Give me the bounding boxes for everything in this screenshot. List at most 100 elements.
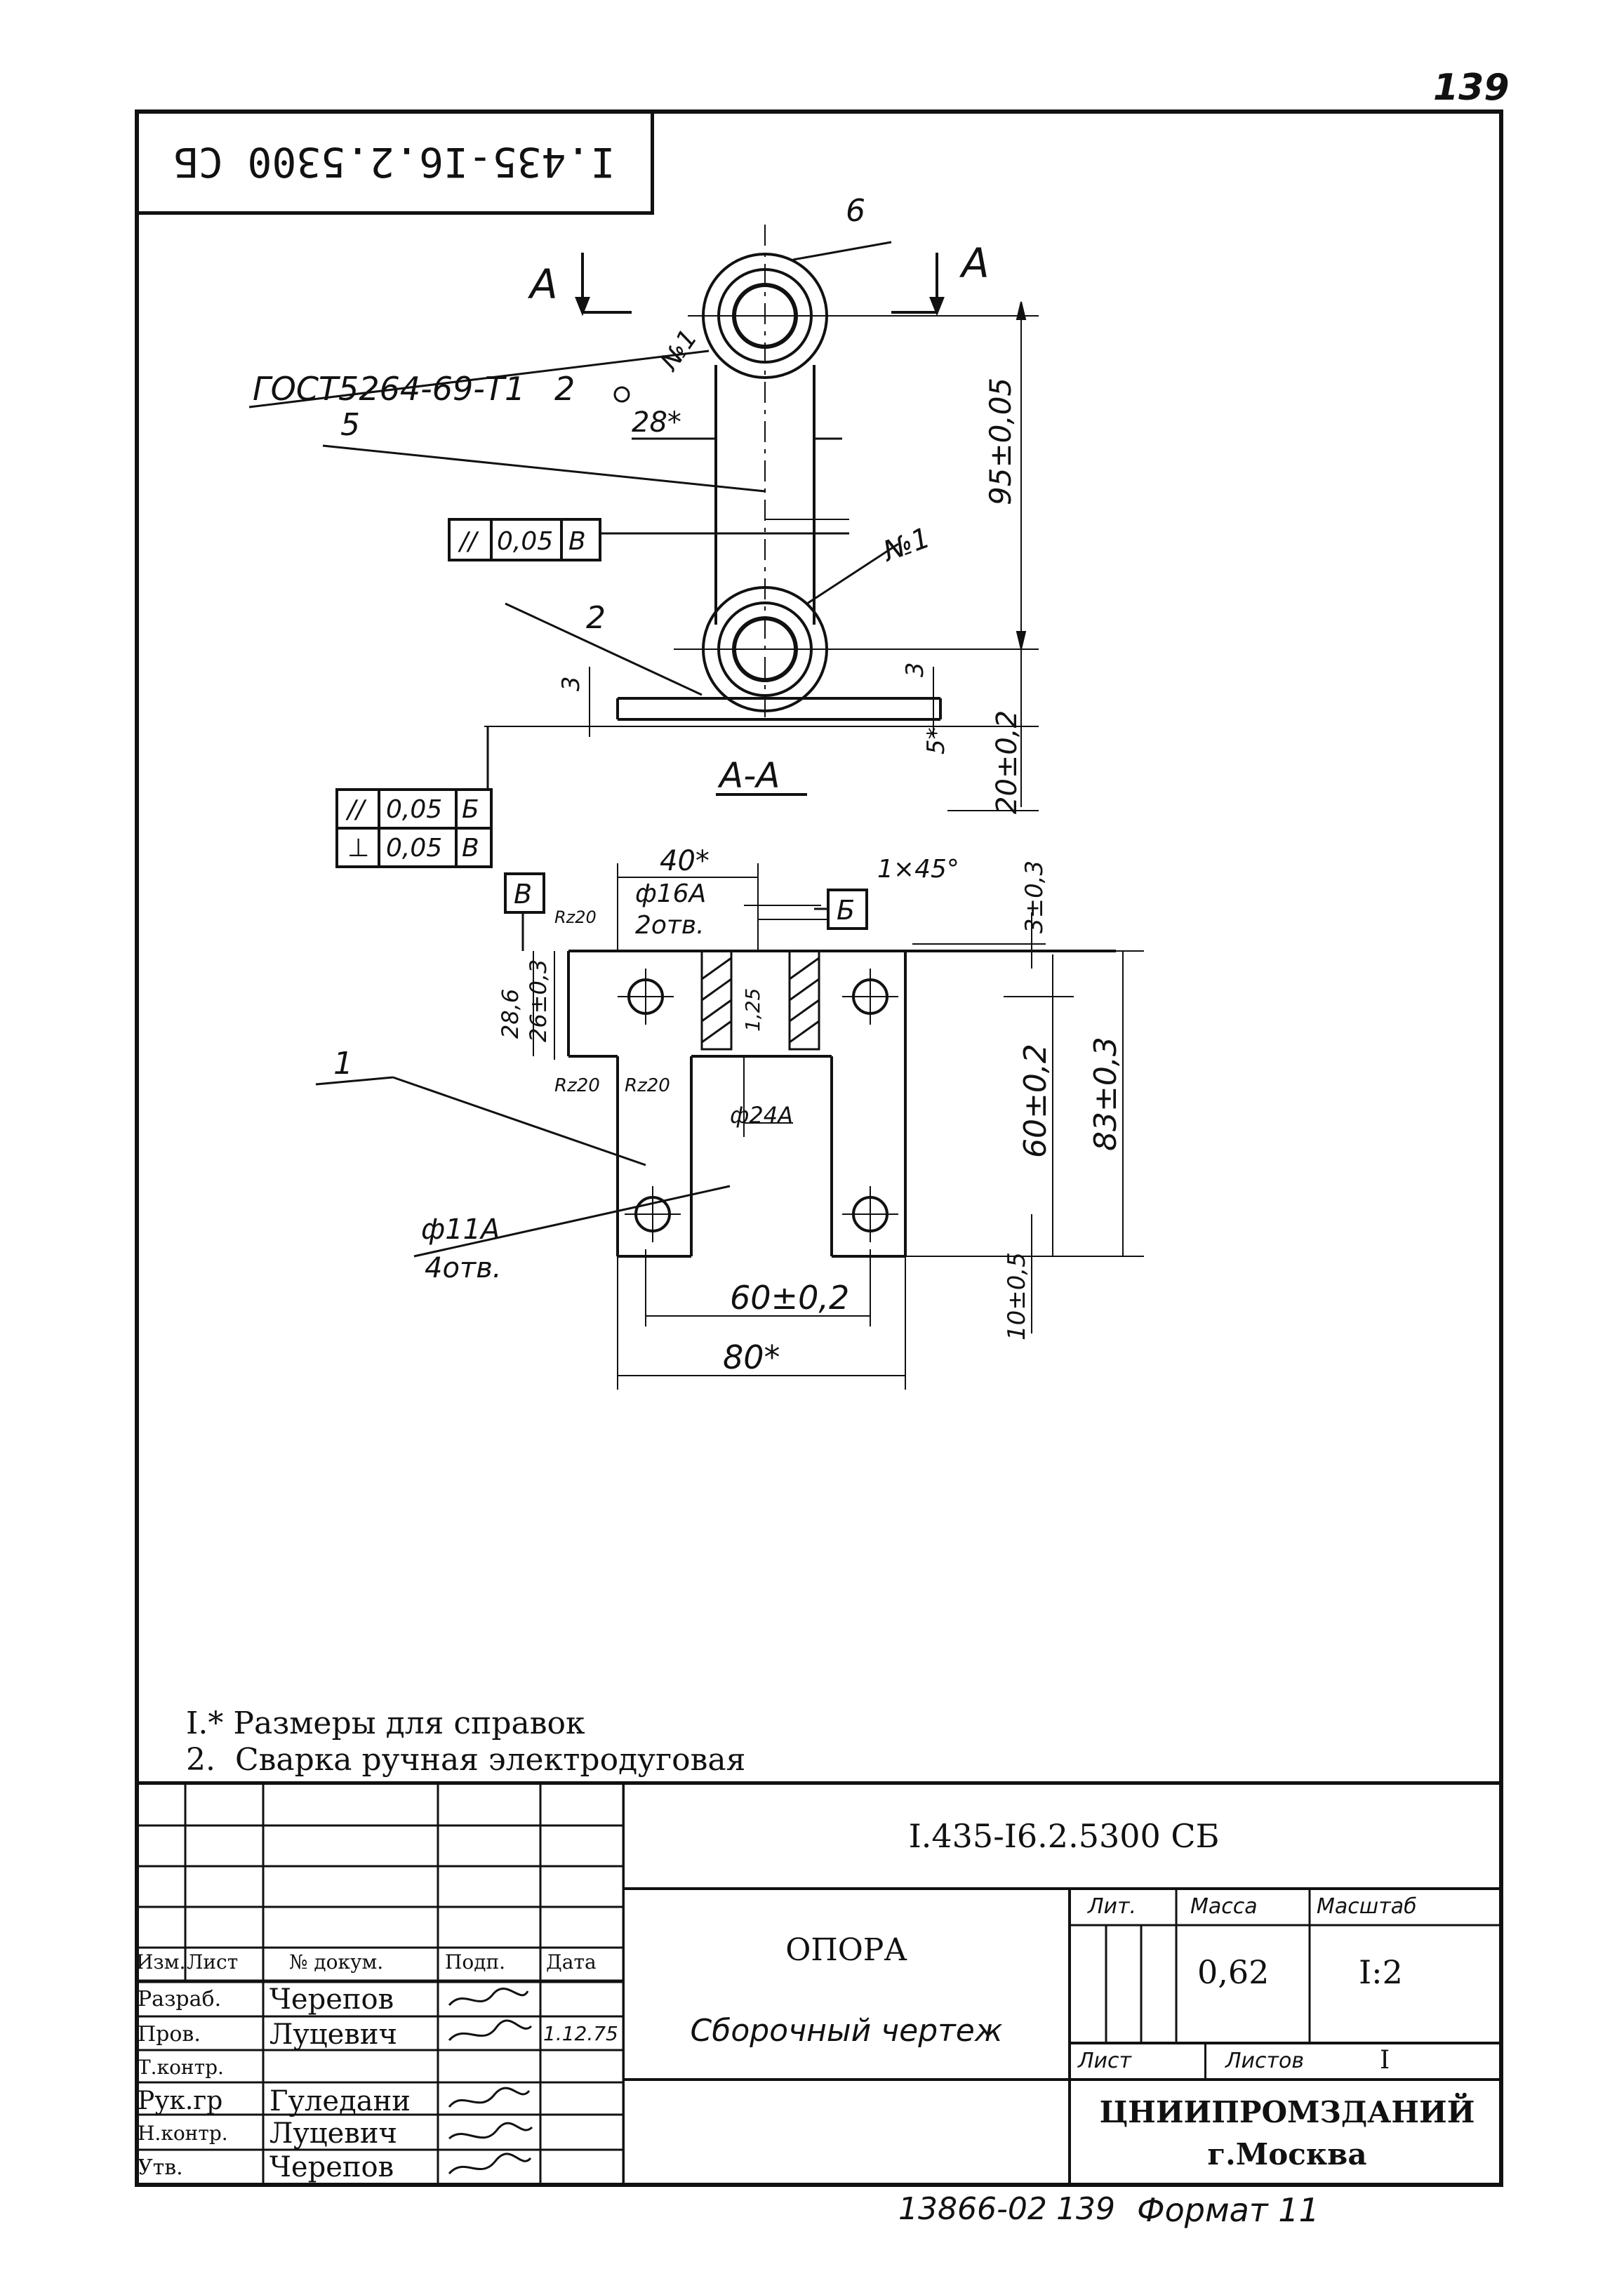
section-boss-hatch [700, 950, 820, 1051]
leader-item-1 [315, 1076, 394, 1086]
header-doc: № докум. [289, 1950, 384, 1974]
tol3-value: 0,05 [386, 834, 442, 863]
dim-28: 28* [632, 406, 681, 439]
note-2: 2. Сварка ручная электродуговая [186, 1742, 746, 1778]
signature-6 [448, 2153, 532, 2175]
sheet-number: 139 [1433, 67, 1510, 109]
title-block: Изм. Лист № докум. Подп. Дата Разраб. Че… [135, 1781, 1503, 2187]
section-title: А-А [717, 755, 780, 796]
dim-95-lines [1016, 301, 1027, 807]
lit-mass-scale-grid [1071, 1890, 1503, 2044]
weld-leg: 2 [554, 370, 575, 408]
dim-83: 83±0,3 [1088, 1037, 1124, 1151]
row-role-3: Т.контр. [138, 2056, 224, 2079]
part-name-area: ОПОРА Сборочный чертеж [625, 1890, 1071, 2081]
weld-leader [248, 350, 710, 408]
item-label-6: 6 [846, 193, 865, 229]
revision-grid-lines [135, 1785, 625, 2187]
datum-b-letter: Б [837, 895, 855, 926]
weld-leader-2 [806, 543, 899, 605]
leader-item-2 [505, 602, 703, 696]
dim-28-6: 28,6 [497, 989, 524, 1039]
header-izm: Изм. [136, 1950, 186, 1974]
designation-stamp: I.435-I6.2.5300 СБ [135, 109, 654, 215]
dim-11-count: 4отв. [425, 1252, 502, 1284]
section-arrow-right [891, 253, 945, 317]
designation: I.435-I6.2.5300 СБ [625, 1785, 1503, 1890]
tol2-symbol: // [345, 795, 367, 824]
scale-label: Масштаб [1317, 1894, 1417, 1919]
row-role-5: Н.контр. [138, 2122, 228, 2145]
tolerance-frame-parallel-1 [448, 518, 601, 561]
tol3-symbol: ⊥ [347, 834, 369, 863]
roughness-3: Rz20 [625, 1075, 670, 1096]
lower-boss [674, 586, 1039, 712]
doc-type: Сборочный чертеж [690, 2013, 1003, 2049]
tol1-value: 0,05 [497, 527, 553, 556]
tol2-value: 0,05 [386, 795, 442, 824]
sheets-value: I [1380, 2046, 1390, 2075]
blank-cell [625, 2081, 1071, 2187]
dim-95: 95±0,05 [983, 378, 1018, 505]
notes: I.* Размеры для справок 2. Сварка ручная… [186, 1705, 745, 1778]
datum-box-v [504, 872, 545, 914]
dim-5: 5* [922, 727, 950, 754]
tol2-datum: Б [462, 795, 479, 824]
header-sign: Подп. [445, 1950, 506, 1974]
section-holes [618, 969, 898, 1242]
row-date-2: 1.12.75 [543, 2022, 618, 2045]
scale-value: I:2 [1359, 1953, 1403, 1991]
item-label-2: 2 [586, 600, 606, 636]
footer-page: 139 [1056, 2191, 1115, 2227]
roughness-2: Rz20 [554, 1075, 600, 1096]
tol3-datum: В [462, 834, 479, 863]
section-mark-right: А [959, 239, 990, 287]
dim-3-right: 3 [901, 662, 929, 677]
dim-40: 40* [660, 845, 710, 877]
sheets-label: Листов [1225, 2049, 1305, 2073]
item-label-1: 1 [333, 1046, 353, 1082]
org-name: ЦНИИПРОМЗДАНИЙ [1099, 2095, 1475, 2129]
dim-80: 80* [723, 1338, 780, 1376]
row-name-6: Черепов [269, 2151, 394, 2183]
revision-grid: Изм. Лист № докум. Подп. Дата Разраб. Че… [135, 1785, 625, 2187]
dim-16-count: 2отв. [635, 911, 705, 940]
header-date: Дата [546, 1950, 597, 1974]
header-list: Лист [187, 1950, 239, 1974]
part-name: ОПОРА [785, 1932, 907, 1968]
weld-standard: ГОСТ5264-69-Т1 [253, 370, 525, 408]
dim-16: ф16А [635, 879, 706, 908]
leader-hole-11 [413, 1185, 731, 1258]
dim-11: ф11А [421, 1213, 500, 1246]
item-label-5: 5 [340, 407, 360, 443]
tol1-datum: В [568, 527, 586, 556]
signature-2 [448, 2019, 533, 2042]
dim-20: 20±0,2 [991, 710, 1023, 814]
row-name-5: Луцевич [269, 2117, 397, 2150]
format-label: Формат 11 [1137, 2191, 1319, 2229]
dim-60-vertical: 60±0,2 [1018, 1044, 1053, 1158]
row-name-1: Черепов [269, 1983, 394, 2016]
note-1: I.* Размеры для справок [186, 1705, 585, 1741]
link-bar-5 [714, 225, 816, 723]
section-plate [567, 950, 1116, 1258]
leader-item-5 [322, 437, 842, 493]
signature-4 [448, 2087, 531, 2108]
datum-box-b [827, 889, 868, 930]
sheet-label: Лист [1078, 2049, 1132, 2073]
inventory-number: 13866-02 [898, 2191, 1047, 2227]
row-role-2: Пров. [138, 2022, 201, 2047]
lit-mass-scale: Лит. Масса Масштаб 0,62 I:2 [1071, 1890, 1503, 2044]
dim-60-horizontal: 60±0,2 [730, 1279, 849, 1317]
dim-26: 26±0,3 [525, 959, 552, 1042]
base-plate-side [484, 697, 954, 727]
weld-number-1: №1 [655, 324, 703, 377]
sheet-info: Лист Листов I [1071, 2044, 1503, 2081]
assembly-drawing: 6 5 2 1 А А А-А ГОСТ5264-69-Т1 2 №1 №1 2… [248, 193, 1144, 1390]
dim-24: ф24А [730, 1102, 793, 1129]
weld-number-2: №1 [878, 521, 935, 568]
tolerance-frame-parallel-2 [335, 788, 493, 868]
mass-label: Масса [1190, 1894, 1258, 1919]
datum-v-letter: В [514, 879, 532, 910]
section-dim-lines [533, 863, 1144, 1390]
